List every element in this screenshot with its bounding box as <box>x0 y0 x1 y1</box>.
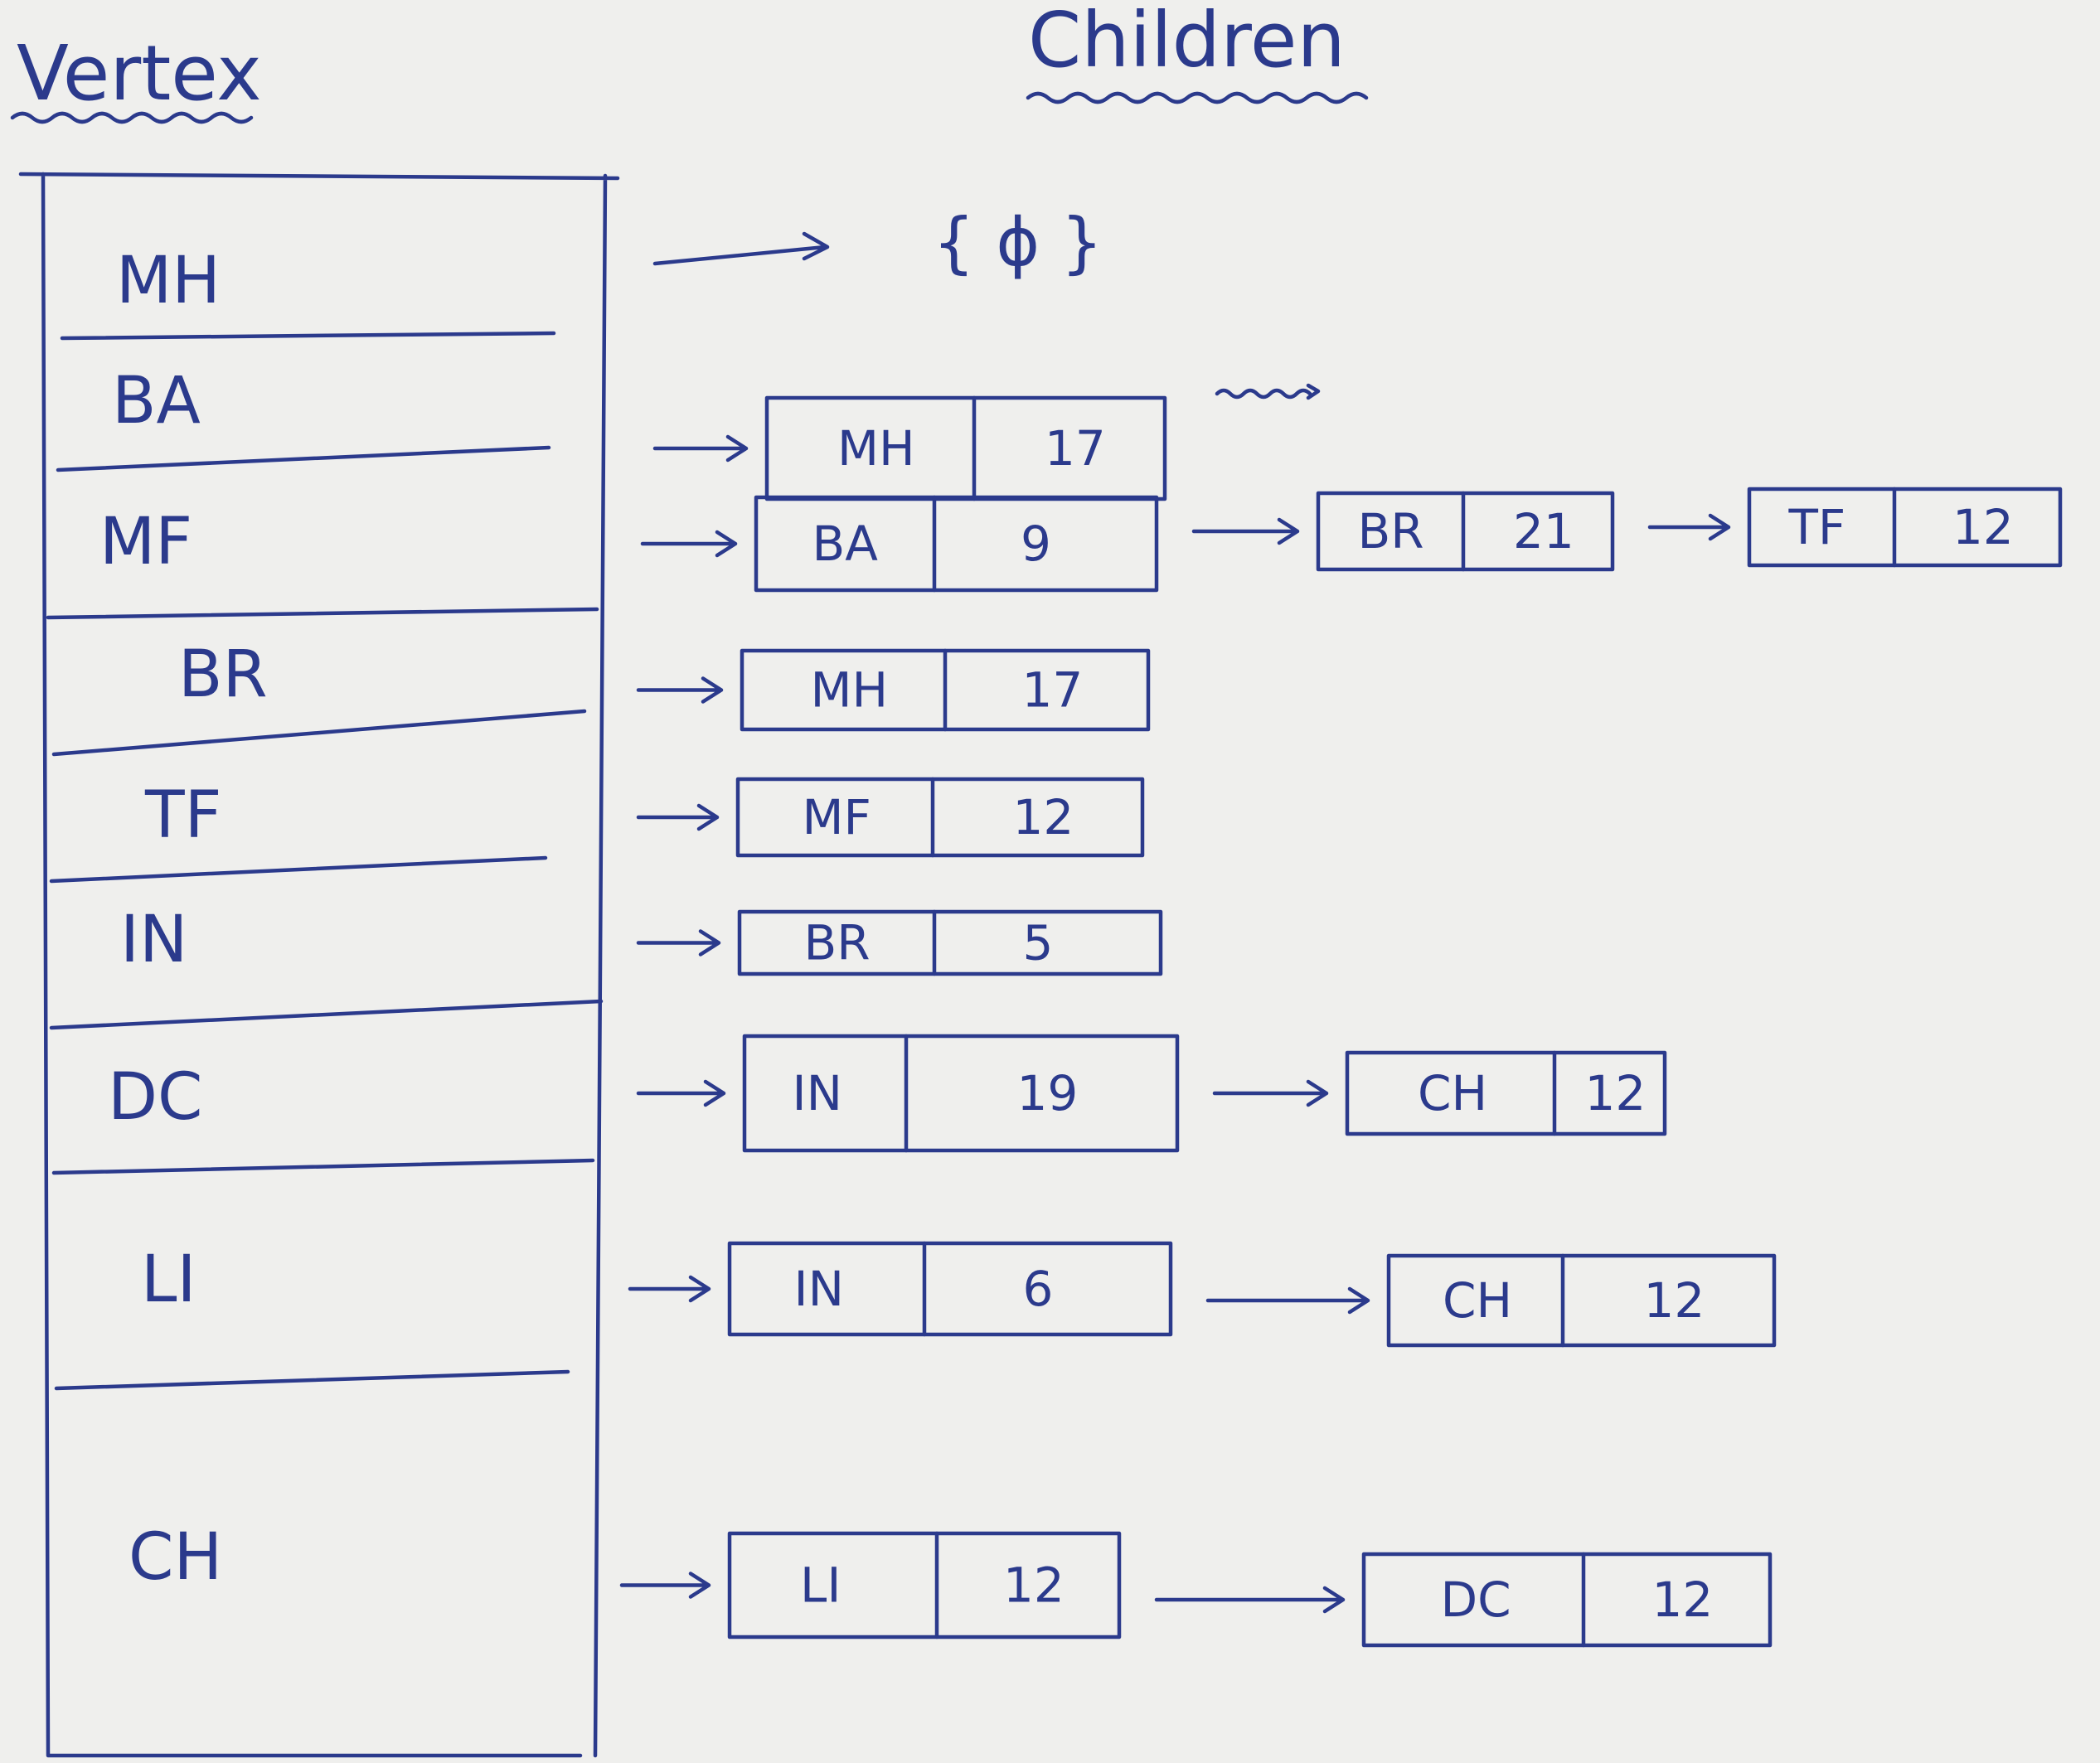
vertex-label-mf: MF <box>99 505 192 579</box>
vertex-row-dividers <box>46 331 604 1391</box>
child-node-box <box>727 1241 1173 1337</box>
arrow-mf-0 <box>640 530 738 558</box>
child-weight: 12 <box>1652 1572 1714 1628</box>
vertex-label-ch: CH <box>129 1520 222 1595</box>
child-name: BA <box>812 516 879 572</box>
child-node-mf-br: BR 21 <box>1316 491 1615 572</box>
empty-set: { ϕ } <box>933 204 1103 281</box>
child-weight: 12 <box>1585 1065 1647 1121</box>
arrow-in-0 <box>636 929 721 957</box>
child-weight: 5 <box>1023 915 1054 971</box>
vertex-table-border <box>18 172 620 1758</box>
child-name: IN <box>793 1065 843 1121</box>
vertex-label-in: IN <box>120 903 187 977</box>
children-heading-underline <box>1026 91 1369 104</box>
arrow-dc-1 <box>1212 1079 1329 1107</box>
child-node-box <box>737 909 1163 976</box>
child-node-ch-li: LI 12 <box>727 1531 1122 1639</box>
vertex-label-tf: TF <box>144 778 222 853</box>
child-node-box <box>1345 1050 1667 1136</box>
child-node-in-br: BR 5 <box>737 909 1163 976</box>
child-node-br-mh: MH 17 <box>740 648 1151 732</box>
child-node-box <box>1316 491 1615 572</box>
child-name: BR <box>804 915 871 971</box>
child-node-box <box>1361 1552 1773 1648</box>
child-weight: 12 <box>1644 1272 1705 1329</box>
child-weight: 17 <box>1022 662 1084 719</box>
child-weight: 12 <box>1003 1557 1065 1614</box>
arrow-ch-1 <box>1154 1586 1346 1614</box>
child-node-li-ch: CH 12 <box>1386 1253 1777 1348</box>
vertex-label-dc: DC <box>108 1060 203 1135</box>
child-name: MH <box>837 420 915 477</box>
arrow-ch-0 <box>619 1572 711 1599</box>
children-heading: Children <box>1028 0 1346 85</box>
vertex-label-ba: BA <box>112 364 201 438</box>
child-node-box <box>735 777 1145 858</box>
arrow-tf-0 <box>636 803 720 831</box>
child-weight: 21 <box>1513 503 1574 559</box>
arrow-br-0 <box>636 676 724 704</box>
arrow-li-1 <box>1205 1286 1370 1315</box>
child-node-box <box>742 1034 1180 1153</box>
child-name: CH <box>1418 1065 1487 1121</box>
child-weight: 9 <box>1021 516 1051 572</box>
child-weight: 12 <box>1952 499 2014 555</box>
child-name: CH <box>1443 1272 1512 1329</box>
child-node-dc-in: IN 19 <box>742 1034 1180 1153</box>
child-node-box <box>727 1531 1122 1639</box>
child-node-ba-mh: MH 17 <box>764 395 1167 501</box>
child-node-mf-tf: TF 12 <box>1747 487 2063 568</box>
child-name: MH <box>811 662 889 719</box>
child-weight: 12 <box>1013 789 1074 845</box>
child-node-ch-dc: DC 12 <box>1361 1552 1773 1648</box>
arrow-ba-0 <box>652 434 749 463</box>
child-name: IN <box>794 1261 845 1317</box>
child-name: BR <box>1358 503 1424 559</box>
child-weight: 6 <box>1023 1261 1054 1317</box>
arrow-dc-0 <box>636 1079 726 1107</box>
child-node-box <box>1386 1253 1777 1348</box>
vertex-label-mh: MH <box>116 244 221 318</box>
child-node-box <box>1747 487 2063 568</box>
mh-arrow <box>652 231 830 266</box>
child-name: LI <box>800 1557 841 1614</box>
arrow-mf-1 <box>1191 517 1300 545</box>
child-node-tf-mf: MF 12 <box>735 777 1145 858</box>
child-name: DC <box>1441 1572 1511 1628</box>
vertex-heading-underline <box>10 111 254 124</box>
arrow-li-0 <box>628 1275 711 1303</box>
vertex-label-br: BR <box>178 637 268 712</box>
vertex-label-li: LI <box>141 1242 196 1317</box>
child-node-dc-ch: CH 12 <box>1345 1050 1667 1136</box>
child-name: MF <box>803 789 871 845</box>
child-weight: 19 <box>1017 1065 1079 1121</box>
child-weight: 17 <box>1045 420 1106 477</box>
child-name: TF <box>1788 499 1846 555</box>
child-node-mf-ba: BA 9 <box>754 495 1159 593</box>
arrow-mf-2 <box>1647 513 1731 541</box>
child-node-box <box>754 495 1159 593</box>
ba-trailing-squiggle <box>1215 383 1321 400</box>
vertex-heading: Vertex <box>17 29 262 118</box>
child-node-li-in: IN 6 <box>727 1241 1173 1337</box>
